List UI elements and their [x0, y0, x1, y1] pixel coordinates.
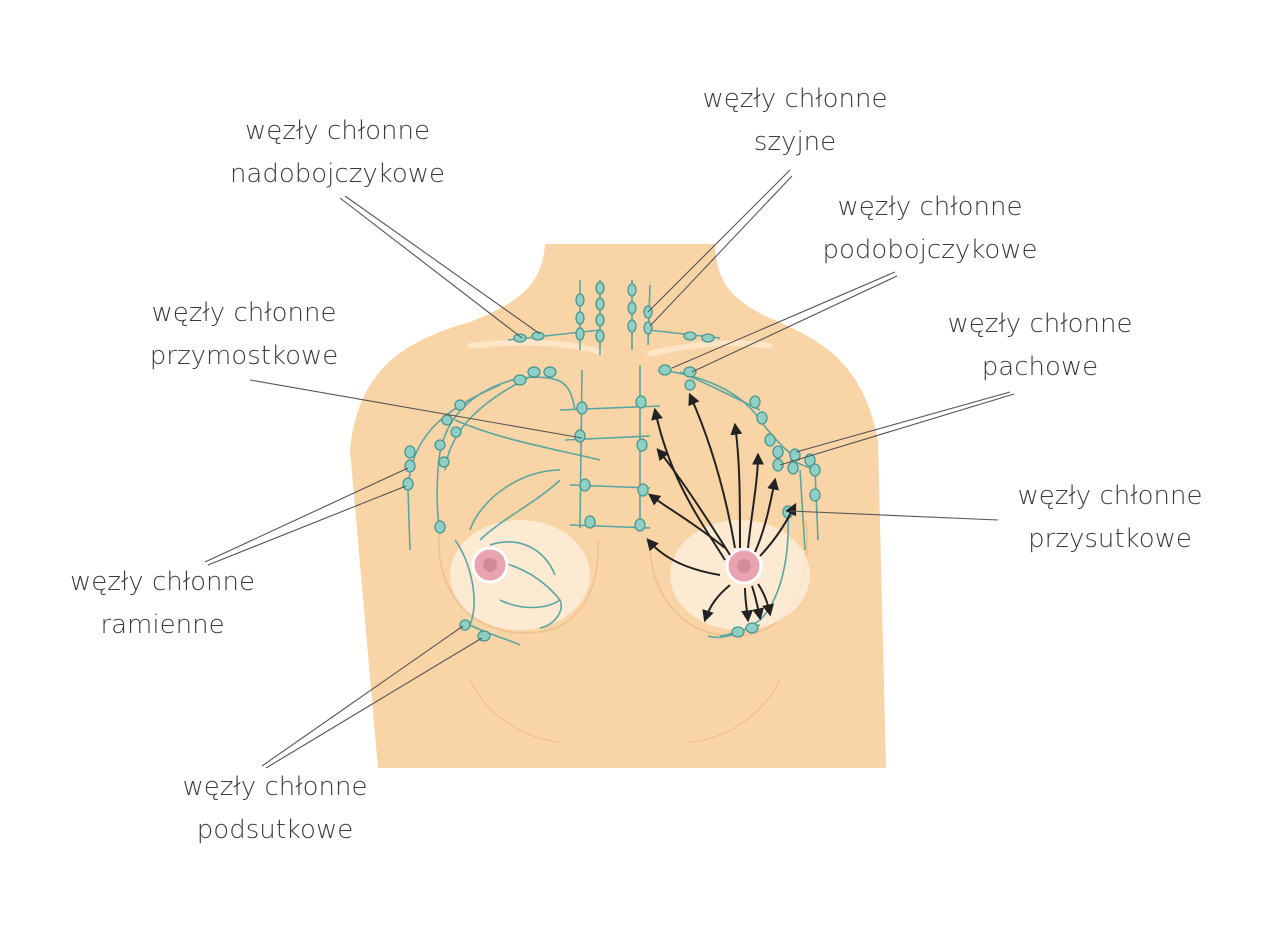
clavicle-right-highlight	[647, 340, 773, 357]
label-cervical: węzły chłonne szyjne	[680, 78, 910, 164]
abdomen-contour-left	[469, 679, 561, 743]
label-axillary: węzły chłonne pachowe	[925, 303, 1155, 389]
label-supraclavicular-line1: węzły chłonne	[245, 116, 430, 146]
leader-lines	[204, 169, 1015, 769]
leader-submammary-1	[261, 625, 464, 767]
leader-infraclavicular-2	[691, 275, 898, 373]
label-supraclavicular: węzły chłonne nadobojczykowe	[210, 110, 465, 196]
label-parasternal-line1: węzły chłonne	[151, 298, 337, 328]
leader-brachial-1	[204, 467, 409, 563]
label-brachial-line2: ramienne	[100, 610, 225, 640]
clavicle-left-highlight	[467, 339, 603, 355]
label-cervical-line2: szyjne	[753, 127, 837, 157]
leader-cervical-2	[649, 175, 793, 327]
label-infraclavicular: węzły chłonne podobojczykowe	[800, 186, 1060, 272]
label-infraclavicular-line2: podobojczykowe	[822, 235, 1038, 265]
label-brachial: węzły chłonne ramienne	[50, 561, 275, 647]
label-supraclavicular-line2: nadobojczykowe	[229, 159, 446, 189]
label-cervical-line1: węzły chłonne	[702, 84, 888, 114]
leader-submammary-2	[265, 637, 483, 769]
leader-axillary-2	[779, 393, 1015, 466]
leader-paramammary	[789, 510, 999, 521]
label-paramammary-line2: przysutkowe	[1028, 524, 1192, 554]
label-submammary-line1: węzły chłonne	[182, 772, 368, 802]
leader-supraclavicular-2	[344, 195, 541, 335]
label-axillary-line1: węzły chłonne	[947, 309, 1133, 339]
leader-brachial-2	[207, 485, 407, 566]
leader-cervical-1	[647, 169, 791, 313]
label-submammary: węzły chłonne podsutkowe	[160, 766, 390, 852]
label-axillary-line2: pachowe	[981, 352, 1099, 382]
label-infraclavicular-line1: węzły chłonne	[837, 192, 1023, 222]
label-submammary-line2: podsutkowe	[196, 815, 354, 845]
torso-silhouette	[350, 244, 886, 768]
torso	[350, 244, 886, 768]
lymph-nodes	[402, 281, 821, 642]
label-parasternal-line2: przymostkowe	[149, 341, 339, 371]
drainage-arrows	[646, 392, 797, 623]
breast-left-contour	[438, 519, 599, 634]
leader-parasternal	[249, 379, 583, 439]
leader-supraclavicular-1	[339, 197, 523, 339]
label-paramammary: węzły chłonne przysutkowe	[995, 475, 1225, 561]
leader-infraclavicular-1	[671, 271, 896, 369]
label-brachial-line1: węzły chłonne	[70, 567, 255, 597]
leader-axillary-1	[795, 391, 1011, 453]
label-parasternal: węzły chłonne przymostkowe	[128, 292, 360, 378]
nipples	[471, 546, 763, 585]
abdomen-contour-right	[689, 679, 781, 743]
label-paramammary-line1: węzły chłonne	[1017, 481, 1203, 511]
